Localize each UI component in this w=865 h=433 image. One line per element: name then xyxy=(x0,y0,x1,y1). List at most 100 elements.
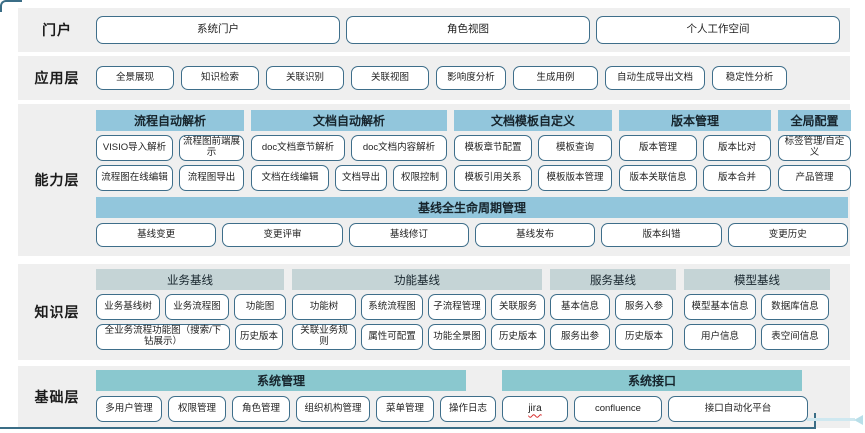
capability-item-4-1-0[interactable]: 产品管理 xyxy=(778,165,851,191)
knowledge-item-0-0-1[interactable]: 业务流程图 xyxy=(165,294,229,320)
knowledge-row: 用户信息表空间信息 xyxy=(684,324,830,350)
knowledge-item-0-0-0[interactable]: 业务基线树 xyxy=(96,294,160,320)
capability-column-header-2: 文档模板自定义 xyxy=(454,110,612,131)
decor-bottom-corner xyxy=(806,413,816,429)
application-item-6[interactable]: 自动生成导出文档 xyxy=(605,66,705,90)
application-item-4[interactable]: 影响度分析 xyxy=(436,66,506,90)
base-item-0-4[interactable]: 菜单管理 xyxy=(376,396,434,422)
capability-item-1-0-1[interactable]: doc文档内容解析 xyxy=(351,135,447,161)
base-item-0-5[interactable]: 操作日志 xyxy=(440,396,496,422)
knowledge-item-1-1-2[interactable]: 功能全景图 xyxy=(428,324,486,350)
lifecycle-header: 基线全生命周期管理 xyxy=(96,197,848,218)
capability-item-0-0-1[interactable]: 流程图前端展示 xyxy=(179,135,244,161)
layer-knowledge: 知识层 业务基线业务基线树业务流程图功能图全业务流程功能图（搜索/下钻展示）历史… xyxy=(18,264,850,360)
capability-column-4: 全局配置标签管理/自定义产品管理 xyxy=(778,110,851,191)
capability-row: 流程图在线编辑流程图导出 xyxy=(96,165,244,191)
capability-item-2-0-1[interactable]: 模板查询 xyxy=(538,135,612,161)
capability-item-2-1-1[interactable]: 模板版本管理 xyxy=(538,165,612,191)
capability-item-0-1-0[interactable]: 流程图在线编辑 xyxy=(96,165,173,191)
knowledge-item-3-0-1[interactable]: 数据库信息 xyxy=(761,294,829,320)
base-column-header-1: 系统接口 xyxy=(502,370,802,391)
decor-corner-top-left xyxy=(0,0,22,12)
knowledge-row: 服务出参历史版本 xyxy=(550,324,676,350)
base-item-1-1[interactable]: confluence xyxy=(574,396,662,422)
misspelled-word: jira xyxy=(528,403,542,415)
capability-item-3-1-0[interactable]: 版本关联信息 xyxy=(619,165,697,191)
base-item-0-3[interactable]: 组织机构管理 xyxy=(296,396,370,422)
knowledge-item-1-0-3[interactable]: 关联服务 xyxy=(491,294,545,320)
knowledge-item-2-0-0[interactable]: 基本信息 xyxy=(550,294,610,320)
lifecycle-item-3[interactable]: 基线发布 xyxy=(474,223,596,247)
lifecycle-item-2[interactable]: 基线修订 xyxy=(348,223,469,247)
knowledge-item-3-1-0[interactable]: 用户信息 xyxy=(684,324,756,350)
knowledge-item-2-1-0[interactable]: 服务出参 xyxy=(550,324,610,350)
capability-item-3-1-1[interactable]: 版本合并 xyxy=(703,165,771,191)
knowledge-item-3-0-0[interactable]: 模型基本信息 xyxy=(684,294,756,320)
knowledge-row: 全业务流程功能图（搜索/下钻展示）历史版本 xyxy=(96,324,284,350)
arrow-right-icon xyxy=(854,415,863,425)
capability-item-0-1-1[interactable]: 流程图导出 xyxy=(179,165,244,191)
portal-item-system[interactable]: 系统门户 xyxy=(96,16,340,44)
knowledge-item-1-0-2[interactable]: 子流程管理 xyxy=(428,294,486,320)
layer-label-application: 应用层 xyxy=(34,70,80,86)
capability-item-0-0-0[interactable]: VISIO导入解析 xyxy=(96,135,173,161)
knowledge-column-header-2: 服务基线 xyxy=(550,269,676,290)
capability-item-3-0-1[interactable]: 版本比对 xyxy=(703,135,771,161)
knowledge-columns: 业务基线业务基线树业务流程图功能图全业务流程功能图（搜索/下钻展示）历史版本功能… xyxy=(96,269,842,350)
base-row: 多用户管理权限管理角色管理组织机构管理菜单管理操作日志 xyxy=(96,396,496,422)
knowledge-row: 基本信息服务入参 xyxy=(550,294,676,320)
knowledge-item-1-1-1[interactable]: 属性可配置 xyxy=(361,324,423,350)
base-item-0-2[interactable]: 角色管理 xyxy=(232,396,290,422)
capability-row: 版本关联信息版本合并 xyxy=(619,165,771,191)
lifecycle-item-5[interactable]: 变更历史 xyxy=(727,223,848,247)
knowledge-column-1: 功能基线功能树系统流程图子流程管理关联服务关联业务规则属性可配置功能全景图历史版… xyxy=(292,269,545,350)
base-item-0-1[interactable]: 权限管理 xyxy=(168,396,226,422)
capability-item-1-1-2[interactable]: 权限控制 xyxy=(393,165,447,191)
application-item-3[interactable]: 关联视图 xyxy=(351,66,429,90)
base-item-1-0[interactable]: jira xyxy=(502,396,568,422)
capability-item-2-0-0[interactable]: 模板章节配置 xyxy=(454,135,532,161)
application-item-1[interactable]: 知识检索 xyxy=(181,66,259,90)
knowledge-item-0-1-0[interactable]: 全业务流程功能图（搜索/下钻展示） xyxy=(96,324,230,350)
knowledge-item-1-1-0[interactable]: 关联业务规则 xyxy=(292,324,356,350)
application-item-2[interactable]: 关联识别 xyxy=(266,66,344,90)
capability-item-1-0-0[interactable]: doc文档章节解析 xyxy=(251,135,345,161)
base-item-0-0[interactable]: 多用户管理 xyxy=(96,396,162,422)
knowledge-item-1-0-0[interactable]: 功能树 xyxy=(292,294,356,320)
application-item-7[interactable]: 稳定性分析 xyxy=(712,66,787,90)
base-item-1-2[interactable]: 接口自动化平台 xyxy=(668,396,808,422)
capability-row: 文档在线编辑文档导出权限控制 xyxy=(251,165,447,191)
capability-item-4-0-0[interactable]: 标签管理/自定义 xyxy=(778,135,851,161)
portal-item-role-view[interactable]: 角色视图 xyxy=(346,16,590,44)
layer-portal: 门户 系统门户 角色视图 个人工作空间 xyxy=(18,8,850,52)
lifecycle-item-0[interactable]: 基线变更 xyxy=(96,223,217,247)
knowledge-column-header-1: 功能基线 xyxy=(292,269,542,290)
portal-item-personal-workspace[interactable]: 个人工作空间 xyxy=(596,16,840,44)
layer-body-knowledge: 业务基线业务基线树业务流程图功能图全业务流程功能图（搜索/下钻展示）历史版本功能… xyxy=(96,264,850,360)
application-item-0[interactable]: 全景展现 xyxy=(96,66,174,90)
lifecycle-item-1[interactable]: 变更评审 xyxy=(222,223,343,247)
application-item-5[interactable]: 生成用例 xyxy=(513,66,598,90)
knowledge-item-2-0-1[interactable]: 服务入参 xyxy=(615,294,673,320)
capability-column-header-3: 版本管理 xyxy=(619,110,771,131)
knowledge-item-3-1-1[interactable]: 表空间信息 xyxy=(761,324,829,350)
knowledge-item-2-1-1[interactable]: 历史版本 xyxy=(615,324,673,350)
capability-item-3-0-0[interactable]: 版本管理 xyxy=(619,135,697,161)
knowledge-column-0: 业务基线业务基线树业务流程图功能图全业务流程功能图（搜索/下钻展示）历史版本 xyxy=(96,269,286,350)
capability-item-1-1-0[interactable]: 文档在线编辑 xyxy=(251,165,329,191)
knowledge-item-0-1-1[interactable]: 历史版本 xyxy=(235,324,283,350)
layer-label-portal: 门户 xyxy=(42,22,72,38)
capability-item-1-1-1[interactable]: 文档导出 xyxy=(335,165,387,191)
knowledge-item-1-1-3[interactable]: 历史版本 xyxy=(491,324,545,350)
knowledge-item-0-0-2[interactable]: 功能图 xyxy=(234,294,286,320)
capability-column-3: 版本管理版本管理版本比对版本关联信息版本合并 xyxy=(619,110,771,191)
lifecycle-item-4[interactable]: 版本纠错 xyxy=(601,223,722,247)
decor-bottom-line xyxy=(0,427,812,429)
capability-item-2-1-0[interactable]: 模板引用关系 xyxy=(454,165,532,191)
knowledge-item-1-0-1[interactable]: 系统流程图 xyxy=(361,294,423,320)
